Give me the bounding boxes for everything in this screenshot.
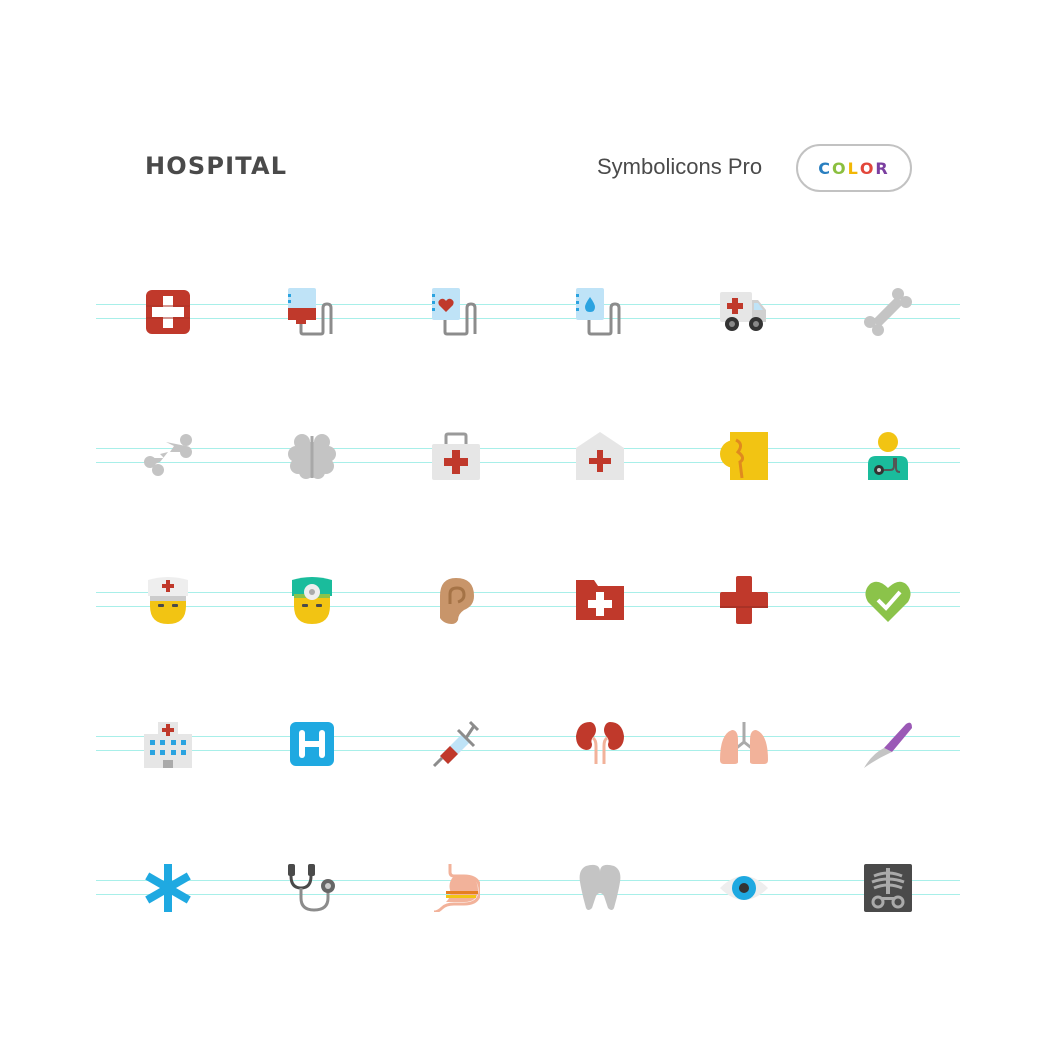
hospital-building-icon bbox=[144, 720, 192, 768]
lungs-icon bbox=[720, 720, 768, 768]
medical-kit-icon bbox=[432, 432, 480, 480]
guide-line bbox=[96, 462, 960, 463]
star-of-life-icon bbox=[144, 864, 192, 912]
color-badge[interactable]: C O L O R bbox=[796, 144, 912, 192]
brain-icon bbox=[288, 432, 336, 480]
blood-bag-icon bbox=[288, 288, 336, 336]
doctor-icon bbox=[864, 432, 912, 480]
clinic-icon bbox=[576, 432, 624, 480]
guide-line bbox=[96, 894, 960, 895]
badge-letter: O bbox=[859, 158, 876, 178]
kidneys-icon bbox=[576, 720, 624, 768]
guide-line bbox=[96, 736, 960, 737]
medical-cross-icon bbox=[720, 576, 768, 624]
guide-line bbox=[96, 606, 960, 607]
x-ray-icon bbox=[864, 864, 912, 912]
ambulance-icon bbox=[720, 288, 768, 336]
badge-letter: R bbox=[875, 158, 890, 178]
head-mirror-doctor-icon bbox=[288, 576, 336, 624]
guide-line bbox=[96, 592, 960, 593]
guide-line bbox=[96, 750, 960, 751]
scalpel-icon bbox=[864, 720, 912, 768]
hospital-sign-icon bbox=[288, 720, 336, 768]
page-title: HOSPITAL bbox=[145, 152, 288, 180]
broken-bone-icon bbox=[144, 432, 192, 480]
tooth-icon bbox=[576, 864, 624, 912]
eye-icon bbox=[720, 864, 768, 912]
syringe-icon bbox=[432, 720, 480, 768]
stomach-icon bbox=[432, 864, 480, 912]
ear-icon bbox=[432, 576, 480, 624]
guide-line bbox=[96, 318, 960, 319]
stethoscope-icon bbox=[288, 864, 336, 912]
guide-line bbox=[96, 448, 960, 449]
guide-line bbox=[96, 304, 960, 305]
iv-drip-icon bbox=[576, 288, 624, 336]
badge-letter: C bbox=[818, 158, 832, 178]
first-aid-icon bbox=[144, 288, 192, 336]
badge-letter: O bbox=[832, 158, 848, 178]
badge-letter: L bbox=[847, 158, 860, 178]
heart-bag-icon bbox=[432, 288, 480, 336]
bone-icon bbox=[864, 288, 912, 336]
heart-check-icon bbox=[864, 576, 912, 624]
brand-name: Symbolicons Pro bbox=[597, 154, 763, 179]
guide-line bbox=[96, 880, 960, 881]
medical-folder-icon bbox=[576, 576, 624, 624]
nurse-icon bbox=[144, 576, 192, 624]
head-profile-icon bbox=[720, 432, 768, 480]
